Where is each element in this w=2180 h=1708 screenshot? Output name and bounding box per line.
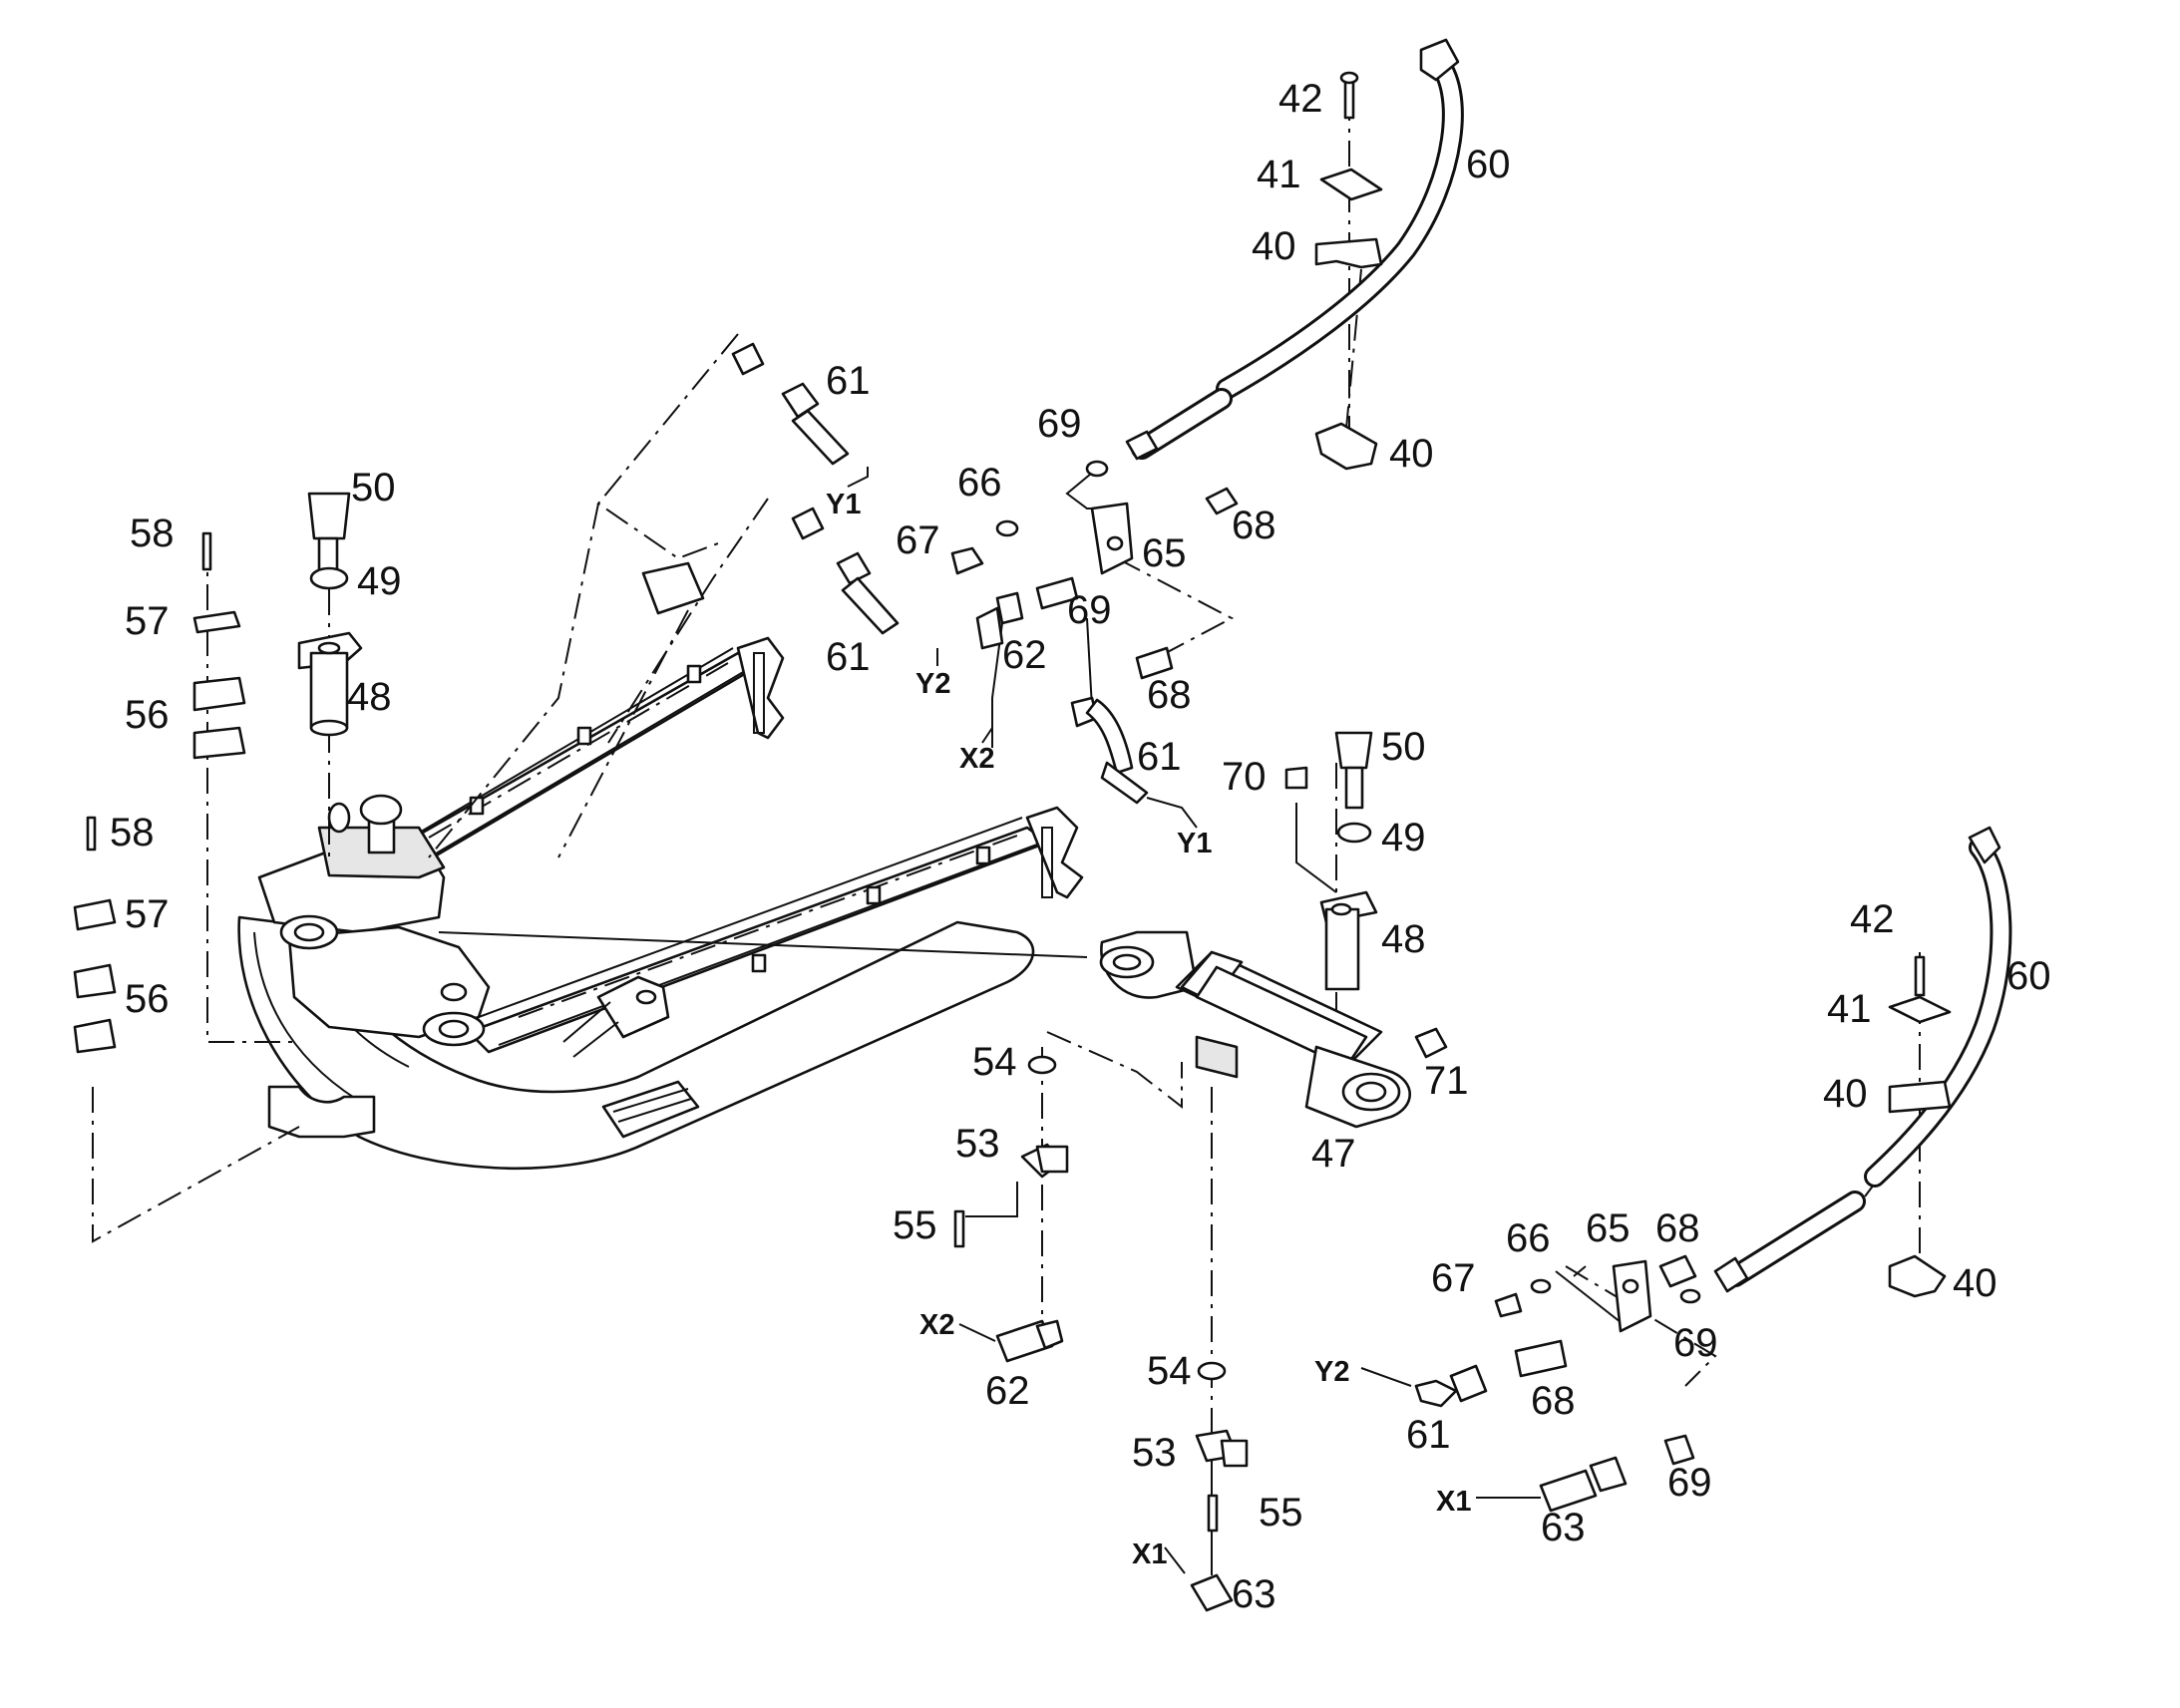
callout-58: 58 (130, 512, 175, 555)
callout-42: 42 (1278, 77, 1323, 121)
callout-67: 67 (1431, 1256, 1476, 1300)
port-label-x1: X1 (1132, 1538, 1167, 1570)
callout-55: 55 (1259, 1491, 1303, 1535)
callout-67: 67 (896, 518, 940, 562)
callout-62: 62 (1002, 633, 1047, 677)
callout-49: 49 (1381, 816, 1426, 859)
callout-53: 53 (955, 1122, 1000, 1166)
callout-68: 68 (1147, 673, 1192, 717)
callout-69: 69 (1667, 1461, 1712, 1505)
callout-60: 60 (2006, 954, 2051, 998)
port-leaders (847, 467, 1541, 1574)
callout-55: 55 (893, 1203, 937, 1247)
callout-54: 54 (972, 1040, 1017, 1084)
callout-61: 61 (1406, 1413, 1451, 1457)
callout-68: 68 (1232, 504, 1276, 547)
port-label-x2: X2 (959, 743, 994, 775)
port-label-y2: Y2 (1314, 1356, 1349, 1388)
callout-54: 54 (1147, 1349, 1192, 1393)
hose-lower-60 (1864, 826, 2012, 1188)
callout-70: 70 (1222, 755, 1267, 799)
callout-49: 49 (357, 559, 402, 603)
callout-42: 42 (1850, 897, 1895, 941)
callout-40: 40 (1389, 432, 1434, 476)
port-label-y2: Y2 (915, 668, 950, 700)
callout-69: 69 (1673, 1321, 1718, 1365)
callout-48: 48 (347, 675, 392, 719)
callout-65: 65 (1142, 531, 1187, 575)
callout-labels: 42 41 40 60 40 61 69 66 67 65 68 69 62 6… (110, 77, 2051, 1616)
callout-69: 69 (1037, 402, 1082, 446)
callout-40: 40 (1953, 1261, 1998, 1305)
port-label-y1: Y1 (1177, 828, 1212, 859)
hose-upper-60 (1216, 38, 1464, 400)
callout-56: 56 (125, 693, 170, 737)
callout-58: 58 (110, 811, 155, 854)
callout-47: 47 (1311, 1132, 1356, 1176)
callout-61: 61 (826, 359, 871, 403)
hose-lower-61-stub (1713, 1191, 1866, 1293)
callout-66: 66 (957, 461, 1002, 505)
callout-68: 68 (1531, 1379, 1576, 1423)
callout-71: 71 (1424, 1059, 1469, 1103)
callout-62: 62 (985, 1369, 1030, 1413)
callout-63: 63 (1541, 1506, 1586, 1549)
callout-50: 50 (1381, 725, 1426, 769)
callout-66: 66 (1506, 1216, 1551, 1260)
callout-50: 50 (351, 466, 396, 510)
callout-40: 40 (1823, 1072, 1868, 1116)
frame-assembly (237, 636, 1084, 1171)
hydraulic-cylinder (1099, 930, 1411, 1129)
callout-53: 53 (1132, 1431, 1177, 1475)
callout-41: 41 (1827, 987, 1872, 1031)
callout-63: 63 (1232, 1572, 1276, 1616)
callout-68: 68 (1655, 1206, 1700, 1250)
port-label-x1: X1 (1436, 1486, 1471, 1518)
callout-65: 65 (1586, 1206, 1631, 1250)
callout-60: 60 (1466, 143, 1511, 186)
port-label-x2: X2 (919, 1309, 954, 1341)
callout-41: 41 (1257, 153, 1301, 196)
callout-56: 56 (125, 977, 170, 1021)
port-label-y1: Y1 (826, 489, 861, 520)
callout-57: 57 (125, 892, 170, 936)
callout-61: 61 (826, 635, 871, 679)
callout-48: 48 (1381, 917, 1426, 961)
callout-40: 40 (1252, 224, 1296, 268)
port-labels: Y1 Y2 X2 Y1 X2 X1 Y2 X1 (826, 489, 1471, 1570)
callout-69: 69 (1067, 588, 1112, 632)
small-parts (73, 71, 1952, 1612)
callout-57: 57 (125, 599, 170, 643)
hose-upper-61-stub (1125, 388, 1233, 461)
callout-61: 61 (1137, 735, 1182, 779)
